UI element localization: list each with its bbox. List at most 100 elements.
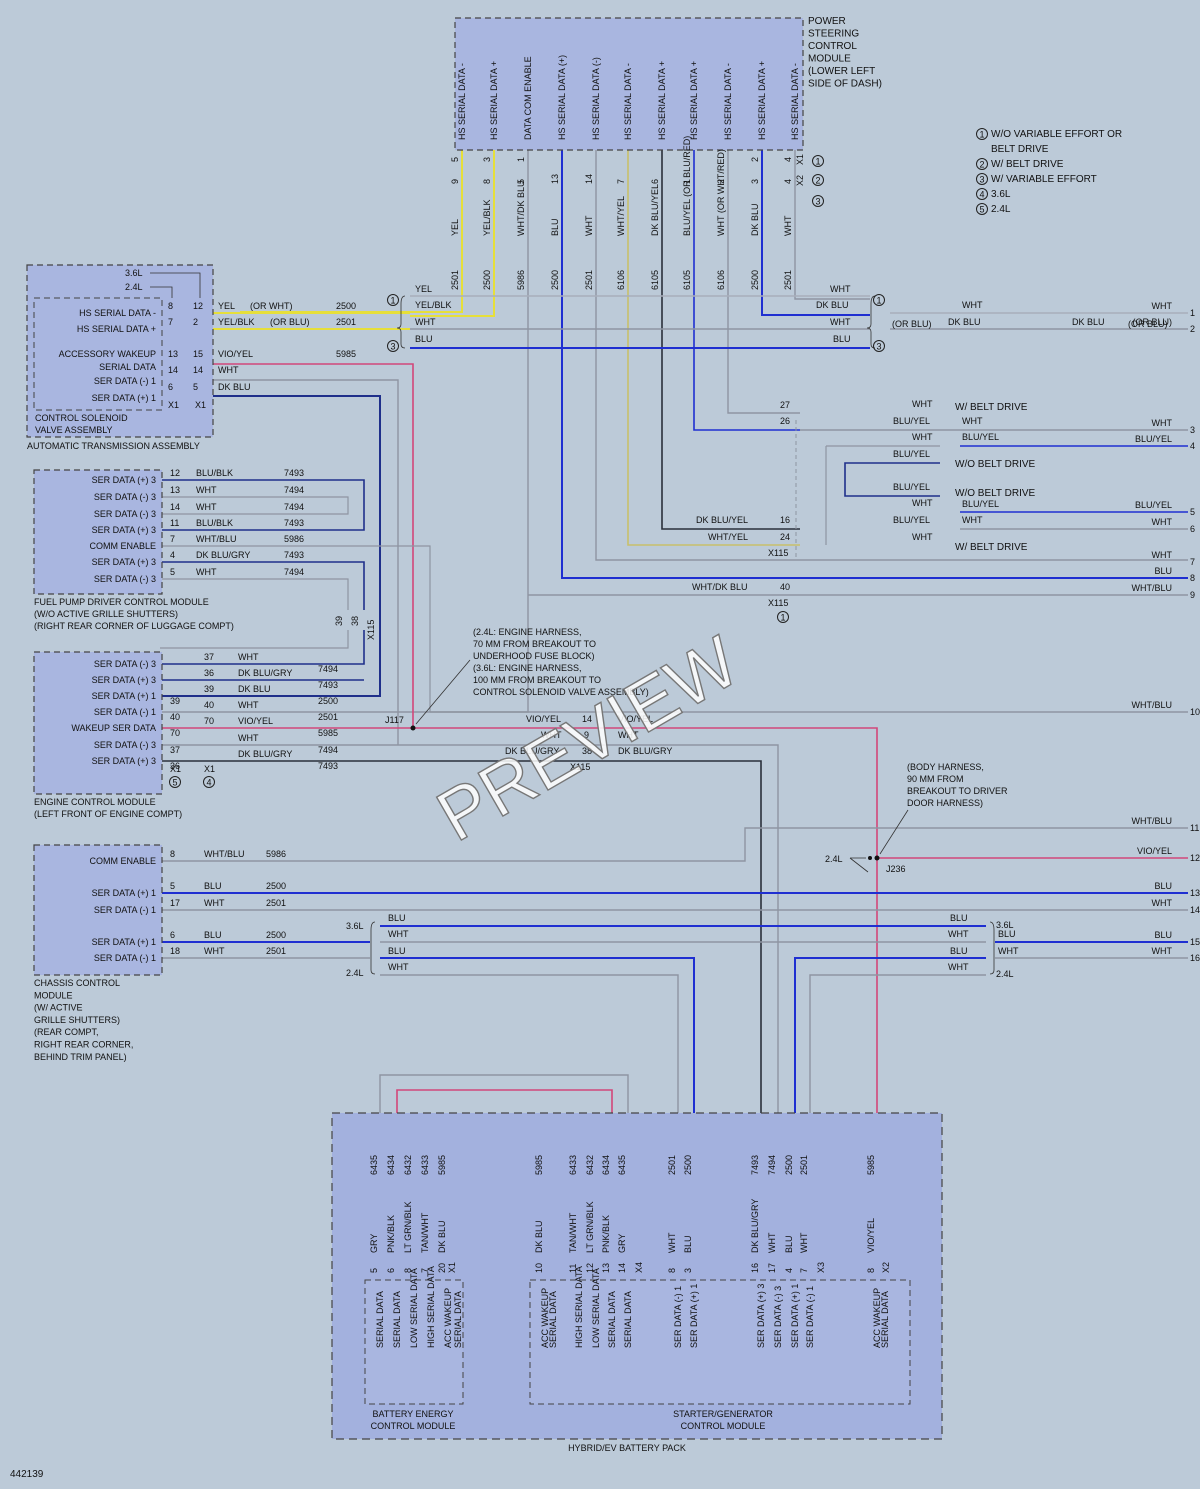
pscm-x1-0: 5	[450, 157, 460, 162]
belt-c40: 40	[780, 582, 790, 592]
sgcm-x2-pin-0: 8	[866, 1268, 876, 1273]
ccm-wire-1: BLU	[204, 881, 222, 891]
pscm-pin-2: DATA COM ENABLE	[523, 56, 533, 140]
sgcm-x4-circuit-0: 5985	[534, 1155, 544, 1175]
becm-title-1: CONTROL MODULE	[371, 1421, 456, 1431]
ecm-wht-r: WHT	[618, 730, 639, 740]
becm-wire-3: TAN/WHT	[420, 1212, 430, 1253]
pscm-x2-0: 9	[450, 179, 460, 184]
pscm-x1-2: 1	[516, 157, 526, 162]
fp-x115-label: X115	[366, 620, 376, 640]
wire-pscm-wht	[595, 150, 1188, 561]
bus-far-wht: WHT	[962, 300, 983, 310]
bus-label-blu: BLU	[415, 334, 433, 344]
pscm-title-1: STEERING	[808, 29, 859, 40]
fp-circuit-4: 5986	[284, 534, 304, 544]
note-body-3: DOOR HARNESS)	[907, 798, 983, 808]
sgcm-x4-circuit-2: 6433	[568, 1155, 578, 1175]
ecm-vioyel-mid: VIO/YEL	[526, 714, 561, 724]
tcsva-box	[33, 297, 163, 411]
wire-fp-x115b	[160, 630, 349, 649]
fp-label-4: COMM ENABLE	[89, 541, 156, 551]
edge-wire-0: WHT	[1152, 301, 1173, 311]
bus-r-wht2: WHT	[830, 317, 851, 327]
belt-r12: WHT	[962, 515, 983, 525]
pscm-wire-2: WHT/DK BLU	[516, 180, 526, 236]
bus-note-3-num: 3	[390, 342, 395, 352]
ecm-pinb-2: 39	[204, 684, 214, 694]
edge-num-9: 10	[1190, 707, 1200, 717]
edge-num-14: 15	[1190, 937, 1200, 947]
pscm-x1-9: 2	[750, 157, 760, 162]
belt-r8: WHT	[912, 532, 933, 542]
tcsva-pin-3: SERIAL DATA	[99, 362, 156, 372]
becm-label-1: SERIAL DATA	[392, 1291, 402, 1348]
bp-conn-x2: X2	[881, 1262, 891, 1273]
fp-pin-1: 13	[170, 485, 180, 495]
pscm-note-2-num: 2	[815, 176, 820, 186]
becm-wire-0: GRY	[369, 1234, 379, 1253]
bus-far-dkblu2: DK BLU	[1072, 317, 1105, 327]
becm-pin-4: 20	[437, 1263, 447, 1273]
becm-wire-2: LT GRN/BLK	[403, 1201, 413, 1253]
becm-label-2: LOW SERIAL DATA	[409, 1268, 419, 1348]
ccm-mid-blu: BLU	[388, 913, 406, 923]
pscm-circuit-0: 2501	[450, 270, 460, 290]
legend-marker-3-num: 3	[979, 175, 984, 185]
edge-wire-5: WHT	[1152, 517, 1173, 527]
becm-wire-1: PNK/BLK	[386, 1215, 396, 1253]
tcsva-conn-x1b: X1	[195, 400, 206, 410]
note-24l: 2.4L	[825, 854, 843, 864]
tcsva-pina-4: 6	[168, 382, 173, 392]
ecm-pina-2: 39	[170, 696, 180, 706]
ccm-label-1: SER DATA (+) 1	[92, 888, 156, 898]
belt-c27: 27	[780, 400, 790, 410]
ccm-label-3: SER DATA (+) 1	[92, 937, 156, 947]
edge-num-11: 12	[1190, 853, 1200, 863]
ecm-title-1: (LEFT FRONT OF ENGINE COMPT)	[34, 809, 182, 819]
sgcm-x3-pin-4: 4	[784, 1268, 794, 1273]
splice-j117	[410, 725, 416, 731]
pscm-wire-9: DK BLU	[750, 203, 760, 236]
belt-c26: 26	[780, 416, 790, 426]
sgcm-x4-circuit-4: 6434	[601, 1155, 611, 1175]
ecm-wire-4: VIO/YEL	[238, 716, 273, 726]
ccm-wire-3: BLU	[204, 930, 222, 940]
bus-r-wht: WHT	[830, 284, 851, 294]
sgcm-x4-pin-4: 13	[601, 1263, 611, 1273]
edge-num-2: 3	[1190, 425, 1195, 435]
bus-far-orblu: (OR BLU)	[892, 319, 932, 329]
becm-wire-4: DK BLU	[437, 1220, 447, 1253]
bus-r-blu: BLU	[833, 334, 851, 344]
ecm-wire-1: DK BLU/GRY	[238, 668, 292, 678]
note-arrow-3	[849, 857, 869, 873]
pscm-x2-7: 1	[682, 179, 692, 184]
bp-conn-x3: X3	[816, 1262, 826, 1273]
sgcm-x3-wire-2: DK BLU/GRY	[750, 1199, 760, 1253]
ecm-circuit-0: 7494	[318, 664, 338, 674]
edge-wire-13: WHT	[1152, 898, 1173, 908]
belt-whtyel: WHT/YEL	[708, 532, 748, 542]
edge-num-1: 2	[1190, 324, 1195, 334]
ccm-title-6: BEHIND TRIM PANEL)	[34, 1052, 127, 1062]
edge-wire-11: VIO/YEL	[1137, 846, 1172, 856]
wire-fp-whtblu	[160, 545, 431, 712]
ecm-label-5: SER DATA (-) 3	[94, 740, 156, 750]
pscm-conn-x1: X1	[795, 154, 805, 165]
sgcm-x4-wire-3: LT GRN/BLK	[585, 1201, 595, 1253]
pscm-pin-3: HS SERIAL DATA (+)	[557, 55, 567, 140]
ecm-label-6: SER DATA (+) 3	[92, 756, 156, 766]
legend-marker-3	[976, 173, 988, 185]
ccm-title-1: MODULE	[34, 990, 73, 1000]
belt-note-1-num: 1	[780, 613, 785, 623]
pscm-pin-8: HS SERIAL DATA -	[723, 63, 733, 140]
sgcm-x3-label-0: SER DATA (-) 1	[673, 1286, 683, 1348]
battery-pack-title: HYBRID/EV BATTERY PACK	[568, 1443, 686, 1453]
sgcm-x4-circuit-5: 6435	[617, 1155, 627, 1175]
bus-r-dkblu: DK BLU	[816, 300, 849, 310]
tcsva-wire-2: VIO/YEL	[218, 349, 253, 359]
ccm-circuit-1: 2500	[266, 881, 286, 891]
ecm-wire-5: WHT	[238, 733, 259, 743]
wire-pscm-yelblk	[410, 150, 495, 317]
note-engine-2: UNDERHOOD FUSE BLOCK)	[473, 651, 595, 661]
